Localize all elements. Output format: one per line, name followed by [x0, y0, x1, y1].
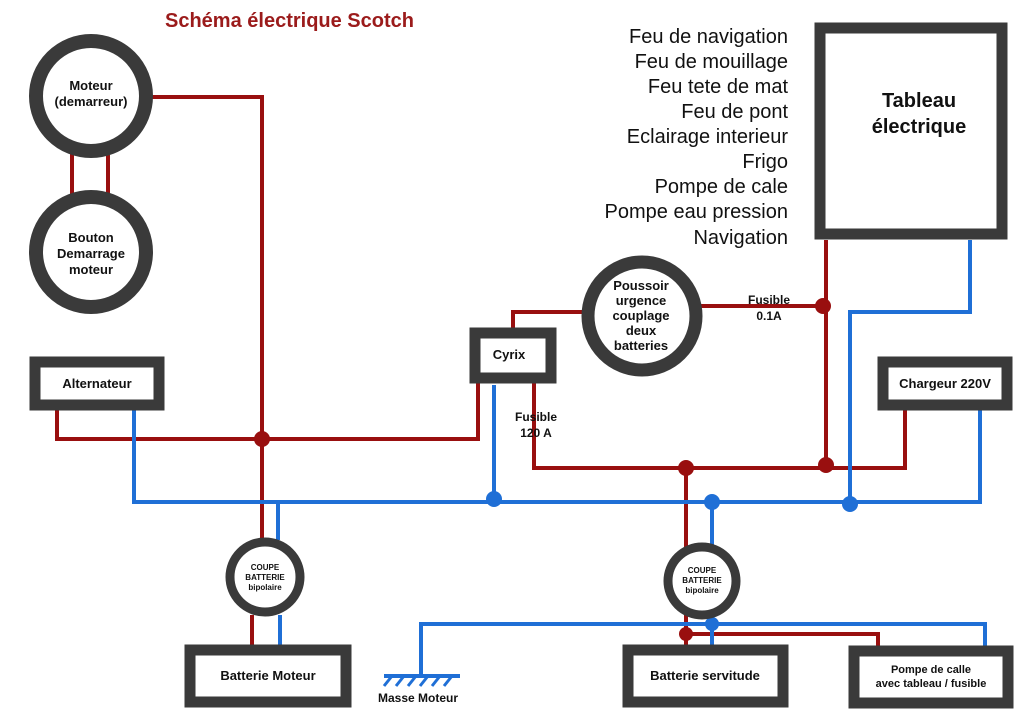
junction-dot: [818, 457, 834, 473]
poussoir-urgence: Poussoir urgence couplage deux batteries: [581, 255, 703, 377]
junction-dot: [705, 617, 719, 631]
circuit-item: Eclairage interieur: [627, 126, 789, 148]
junction-dot: [486, 491, 502, 507]
cyrix: Cyrix: [469, 327, 557, 384]
coupe2-label: COUPE: [688, 566, 717, 575]
batterie-servitude-label: Batterie servitude: [650, 668, 760, 683]
coupe-batterie-servitude: COUPE BATTERIE bipolaire: [663, 542, 741, 620]
poussoir-label-4: deux: [626, 323, 657, 338]
coupe2-label-2: BATTERIE: [682, 576, 722, 585]
chargeur-220v: Chargeur 220V: [877, 356, 1013, 411]
masse-label: Masse Moteur: [378, 691, 458, 705]
tableau-label: Tableau: [882, 90, 956, 112]
diagram-title: Schéma électrique Scotch: [165, 10, 414, 32]
poussoir-label-5: batteries: [614, 338, 668, 353]
negative-wires: [132, 240, 987, 676]
positive-wires: [55, 95, 907, 650]
tableau-label-2: électrique: [872, 116, 966, 138]
junction-dot: [704, 494, 720, 510]
coupe1-label: COUPE: [251, 563, 280, 572]
coupe1-label-3: bipolaire: [248, 583, 282, 592]
alternateur: Alternateur: [29, 356, 165, 411]
fusible-0-1a: Fusible 0.1A: [748, 293, 790, 323]
circuit-item: Feu tete de mat: [648, 76, 789, 98]
batterie-moteur-label: Batterie Moteur: [220, 668, 315, 683]
fuse-label-2: 120 A: [520, 426, 552, 440]
fusible-120a: Fusible 120 A: [515, 410, 557, 440]
chargeur-label: Chargeur 220V: [899, 376, 991, 391]
junction-dot: [254, 431, 270, 447]
bouton-label-3: moteur: [69, 262, 113, 277]
circuit-item: Navigation: [693, 227, 788, 249]
bouton-label: Bouton: [68, 230, 114, 245]
coupe-batterie-moteur: COUPE BATTERIE bipolaire: [225, 537, 305, 617]
pompe-label: Pompe de calle: [891, 664, 971, 676]
fuse-label-2: 0.1A: [756, 309, 782, 323]
cyrix-label: Cyrix: [493, 347, 526, 362]
junction-dot: [842, 496, 858, 512]
bouton-label-2: Demarrage: [57, 246, 125, 261]
coupe2-label-3: bipolaire: [685, 586, 719, 595]
fuse-label: Fusible: [748, 293, 790, 307]
circuit-item: Feu de navigation: [629, 26, 788, 48]
poussoir-label-2: urgence: [616, 293, 667, 308]
junction-dot: [679, 627, 693, 641]
moteur-label-2: (demarreur): [55, 94, 128, 109]
moteur-label: Moteur: [69, 78, 112, 93]
masse-moteur: Masse Moteur: [378, 674, 460, 705]
junction-dot: [678, 460, 694, 476]
moteur-demarreur: Moteur (demarreur): [29, 34, 153, 158]
circuit-item: Pompe eau pression: [605, 201, 788, 223]
pompe-de-calle: Pompe de calle avec tableau / fusible: [848, 645, 1014, 709]
coupe1-label-2: BATTERIE: [245, 573, 285, 582]
circuit-item: Feu de pont: [681, 101, 788, 123]
circuit-item: Feu de mouillage: [635, 51, 788, 73]
junction-dot: [815, 298, 831, 314]
fuse-label: Fusible: [515, 410, 557, 424]
batterie-servitude: Batterie servitude: [622, 644, 789, 708]
bouton-demarrage: Bouton Demarrage moteur: [29, 190, 153, 314]
junctions: [254, 298, 858, 641]
batterie-moteur: Batterie Moteur: [184, 644, 352, 708]
poussoir-label-3: couplage: [612, 308, 669, 323]
circuit-item: Pompe de cale: [655, 176, 788, 198]
alternateur-label: Alternateur: [62, 376, 131, 391]
circuit-item: Frigo: [742, 151, 788, 173]
pompe-label-2: avec tableau / fusible: [876, 678, 987, 690]
poussoir-label: Poussoir: [613, 278, 669, 293]
tableau-electrique: Tableau électrique: [814, 22, 1008, 240]
circuit-list: Feu de navigation Feu de mouillage Feu t…: [605, 26, 789, 249]
